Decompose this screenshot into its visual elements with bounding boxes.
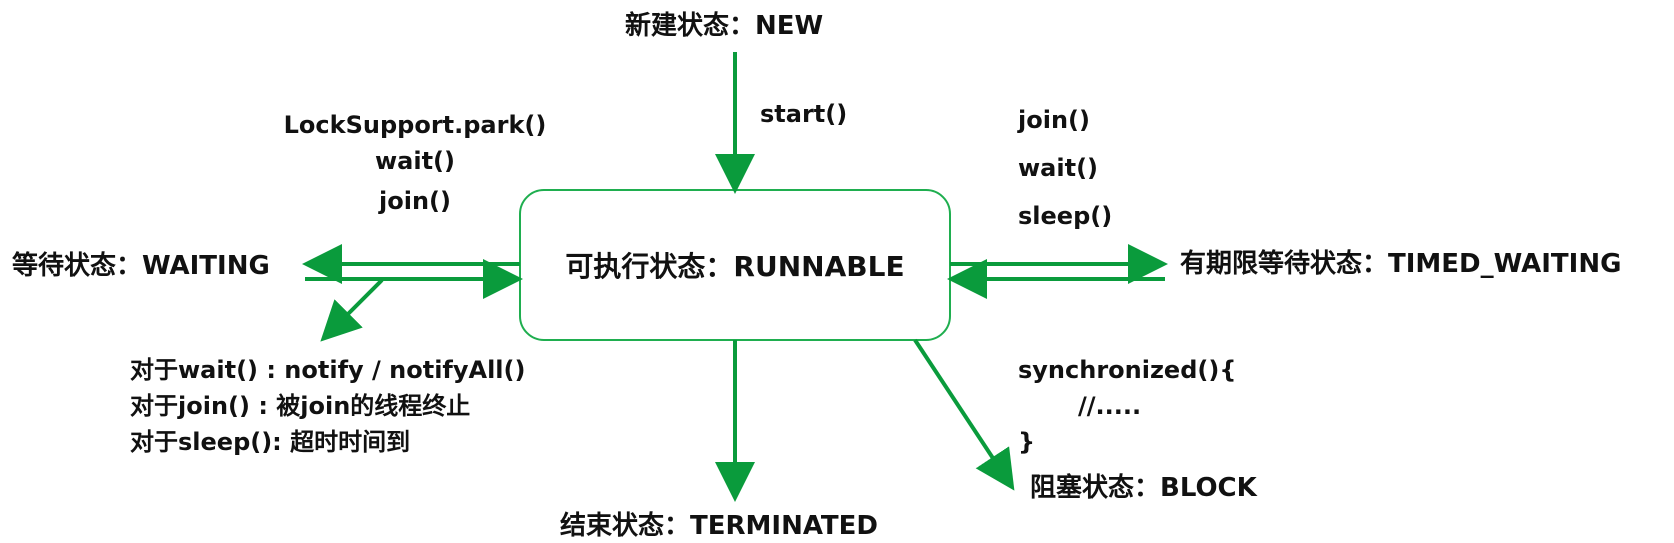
wake-conditions-labels: 对于wait() : notify / notifyAll() 对于join()… — [130, 352, 525, 460]
wake-condition-item: 对于join() : 被join的线程终止 — [130, 392, 471, 420]
wake-condition-item: 对于sleep(): 超时时间到 — [130, 428, 411, 456]
state-new-label: 新建状态：NEW — [625, 11, 824, 41]
arrow-wake-conditions — [320, 278, 384, 342]
synchronized-labels: synchronized(){ //..... } — [1018, 352, 1236, 460]
synchronized-line: synchronized(){ — [1018, 356, 1237, 384]
synchronized-line: } — [1018, 428, 1036, 456]
synchronized-line: //..... — [1078, 392, 1142, 420]
transition-to-waiting-labels: LockSupport.park() wait() join() — [265, 107, 565, 219]
state-runnable-text: 可执行状态：RUNNABLE — [565, 250, 905, 283]
transition-start-label: start() — [760, 100, 848, 128]
transition-to-waiting-item: LockSupport.park() — [283, 111, 547, 139]
wake-condition-item: 对于wait() : notify / notifyAll() — [130, 356, 526, 384]
transition-to-timed-waiting-item: wait() — [1018, 154, 1099, 182]
arrow-runnable-to-block — [913, 338, 1015, 491]
state-terminated-label: 结束状态：TERMINATED — [560, 511, 879, 541]
state-timed-waiting-label: 有期限等待状态：TIMED_WAITING — [1180, 249, 1622, 279]
state-block-label: 阻塞状态：BLOCK — [1030, 473, 1257, 503]
transition-to-timed-waiting-item: join() — [1018, 106, 1090, 134]
state-waiting-label: 等待状态：WAITING — [12, 251, 270, 281]
transition-to-waiting-item: join() — [379, 187, 451, 215]
transition-to-waiting-item: wait() — [374, 147, 455, 175]
transition-to-timed-waiting-item: sleep() — [1018, 202, 1113, 230]
transition-to-timed-waiting-labels: join() wait() sleep() — [1018, 96, 1112, 240]
state-runnable-label: 可执行状态：RUNNABLE — [520, 190, 950, 340]
